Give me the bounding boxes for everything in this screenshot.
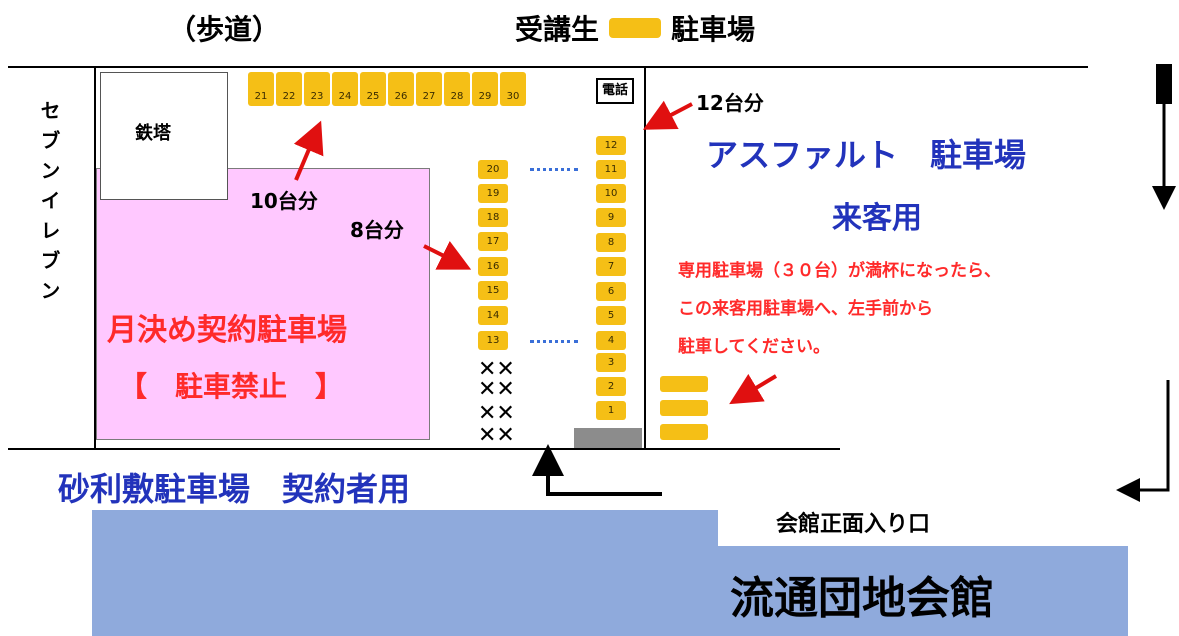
parking-slot-1: 1: [596, 401, 626, 420]
steel-tower-label: 鉄塔: [135, 123, 171, 144]
parking-slot-12: 12: [596, 136, 626, 155]
dotted-connector: [530, 340, 578, 343]
guest-parking-slot: [660, 400, 708, 416]
parking-slot-8: 8: [596, 233, 626, 252]
phone-box: 電話: [596, 78, 634, 104]
parking-slot-7: 7: [596, 257, 626, 276]
count-label-top-row: 10台分: [250, 189, 318, 213]
dotted-connector: [530, 168, 578, 171]
monthly-lot-title: 月決め契約駐車場: [107, 313, 347, 348]
red-arrow-guest-slots: [729, 373, 778, 405]
parking-slot-16: 16: [478, 257, 508, 276]
notice-line: 駐車してください。: [678, 337, 830, 357]
parking-slot-14: 14: [478, 306, 508, 325]
notice-line: この来客用駐車場へ、左手前から: [678, 299, 933, 319]
parking-notice: 専用駐車場（３０台）が満杯になったら、 この来客用駐車場へ、左手前から 駐車して…: [678, 252, 1001, 366]
hall-building: [92, 510, 718, 636]
parking-slot-23: 23: [304, 72, 330, 106]
red-arrow-right-column: [642, 100, 693, 130]
parking-slot-17: 17: [478, 232, 508, 251]
entrance-label: 会館正面入り口: [776, 512, 931, 537]
parking-slot-20: 20: [478, 160, 508, 179]
parking-slot-28: 28: [444, 72, 470, 106]
no-parking-x-mark: ✕✕: [478, 357, 515, 382]
top-right-down-arrow: [1152, 64, 1176, 210]
legend-label-parking: 駐車場: [671, 13, 756, 46]
parking-slot-9: 9: [596, 208, 626, 227]
parking-slot-24: 24: [332, 72, 358, 106]
parking-slot-5: 5: [596, 306, 626, 325]
asphalt-lot-title: アスファルト 駐車場: [706, 136, 1027, 174]
parking-slot-30: 30: [500, 72, 526, 106]
parking-slot-22: 22: [276, 72, 302, 106]
no-parking-x-mark: ✕✕: [478, 401, 515, 426]
no-parking-x-mark: ✕✕: [478, 377, 515, 402]
hall-name: 流通団地会館: [730, 573, 994, 624]
parking-slot-3: 3: [596, 353, 626, 372]
no-parking-label: 【 駐車禁止 】: [119, 370, 344, 403]
bottom-right-turn-arrow: [1116, 380, 1170, 502]
parking-slot-11: 11: [596, 160, 626, 179]
guest-parking-slot: [660, 376, 708, 392]
asphalt-divider-line: [644, 66, 646, 450]
count-label-middle-column: 8台分: [350, 218, 404, 242]
sidewalk-label: （歩道）: [168, 13, 281, 46]
parking-slot-29: 29: [472, 72, 498, 106]
parking-slot-6: 6: [596, 282, 626, 301]
parking-slot-19: 19: [478, 184, 508, 203]
gravel-lot-label: 砂利敷駐車場 契約者用: [58, 470, 411, 508]
red-arrow-middle-column: [423, 240, 472, 270]
notice-line: 専用駐車場（３０台）が満杯になったら、: [678, 261, 1001, 281]
parking-slot-26: 26: [388, 72, 414, 106]
seven-eleven-label: セブンイレブン: [37, 100, 61, 310]
red-arrow-top-row: [293, 120, 324, 181]
no-parking-x-mark: ✕✕: [478, 423, 515, 448]
phone-label: 電話: [601, 83, 628, 98]
top-boundary-line: [8, 66, 1088, 68]
hall-building: [718, 546, 1128, 636]
legend-swatch: [609, 18, 662, 38]
count-label-right-column: 12台分: [696, 91, 764, 115]
parking-slot-25: 25: [360, 72, 386, 106]
legend: 受講生 駐車場: [515, 8, 755, 48]
parking-slot-15: 15: [478, 281, 508, 300]
legend-label-students: 受講生: [515, 13, 600, 46]
guest-parking-label: 来客用: [832, 201, 922, 236]
guest-parking-slot: [660, 424, 708, 440]
gate-block: [574, 428, 642, 448]
parking-slot-18: 18: [478, 208, 508, 227]
parking-slot-21: 21: [248, 72, 274, 106]
monthly-contract-lot: 月決め契約駐車場 【 駐車禁止 】: [96, 168, 430, 440]
bottom-boundary-line: [8, 448, 840, 450]
parking-slot-27: 27: [416, 72, 442, 106]
steel-tower: 鉄塔: [100, 72, 228, 200]
parking-slot-4: 4: [596, 331, 626, 350]
entry-path-arrow: [532, 444, 662, 496]
parking-slot-13: 13: [478, 331, 508, 350]
store-divider-line: [94, 66, 96, 450]
parking-slot-10: 10: [596, 184, 626, 203]
parking-slot-2: 2: [596, 377, 626, 396]
